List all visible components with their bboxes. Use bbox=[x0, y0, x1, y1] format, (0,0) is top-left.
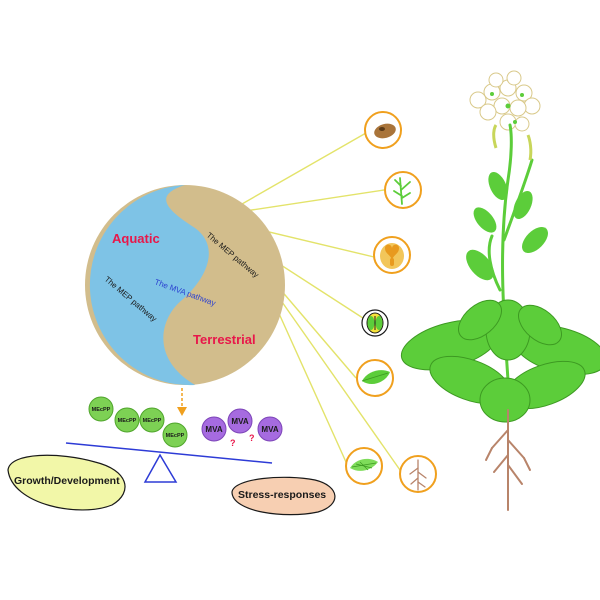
mecpp-ball-1: MEcPP bbox=[88, 396, 114, 422]
svg-text:MEcPP: MEcPP bbox=[118, 418, 137, 424]
svg-text:MEcPP: MEcPP bbox=[143, 418, 162, 424]
root-icon bbox=[399, 455, 437, 493]
ray-to-grass bbox=[271, 297, 347, 463]
growth-badge: Growth/Development bbox=[7, 454, 126, 511]
aquatic-half bbox=[89, 185, 209, 386]
growth-label: Growth/Development bbox=[14, 475, 120, 487]
question-mark-2: ? bbox=[249, 433, 255, 443]
mecpp-ball-4: MEcPP bbox=[162, 422, 188, 448]
svg-text:MVA: MVA bbox=[205, 425, 222, 434]
embryo-icon bbox=[373, 236, 411, 274]
habitat-globe: Aquatic Terrestrial The MEP pathway The … bbox=[85, 185, 285, 386]
mva-ball-3: MVA bbox=[257, 416, 283, 442]
balance-scale bbox=[65, 442, 273, 483]
branched-root-icon bbox=[384, 171, 422, 209]
terrestrial-label: Terrestrial bbox=[193, 332, 256, 347]
question-mark-1: ? bbox=[230, 438, 236, 448]
mva-ball-1: MVA bbox=[201, 416, 227, 442]
svg-text:MVA: MVA bbox=[231, 417, 248, 426]
svg-text:MEcPP: MEcPP bbox=[92, 407, 111, 413]
stomata-icon bbox=[361, 309, 389, 337]
svg-text:MEcPP: MEcPP bbox=[166, 433, 185, 439]
ray-to-root-branch bbox=[231, 189, 385, 214]
leaf-icon bbox=[356, 359, 394, 397]
arabidopsis-plant-icon bbox=[400, 70, 600, 511]
balance-fulcrum bbox=[143, 453, 178, 483]
down-arrow bbox=[177, 388, 187, 416]
ray-to-seed bbox=[227, 132, 367, 213]
mva-group: MVA MVA MVA ? ? bbox=[201, 408, 283, 448]
balance-beam bbox=[65, 442, 273, 464]
svg-text:MVA: MVA bbox=[261, 425, 278, 434]
grass-leaf-icon bbox=[345, 447, 383, 485]
ray-to-root bbox=[267, 281, 401, 471]
mva-ball-2: MVA bbox=[227, 408, 253, 434]
mecpp-ball-3: MEcPP bbox=[139, 407, 165, 433]
seed-icon bbox=[364, 111, 402, 149]
aquatic-label: Aquatic bbox=[112, 231, 160, 246]
stress-badge: Stress-responses bbox=[231, 476, 336, 516]
mecpp-ball-2: MEcPP bbox=[114, 407, 140, 433]
flower-cluster bbox=[469, 70, 541, 132]
mecpp-group: MEcPP MEcPP MEcPP MEcPP bbox=[88, 396, 188, 448]
stress-label: Stress-responses bbox=[238, 489, 326, 501]
